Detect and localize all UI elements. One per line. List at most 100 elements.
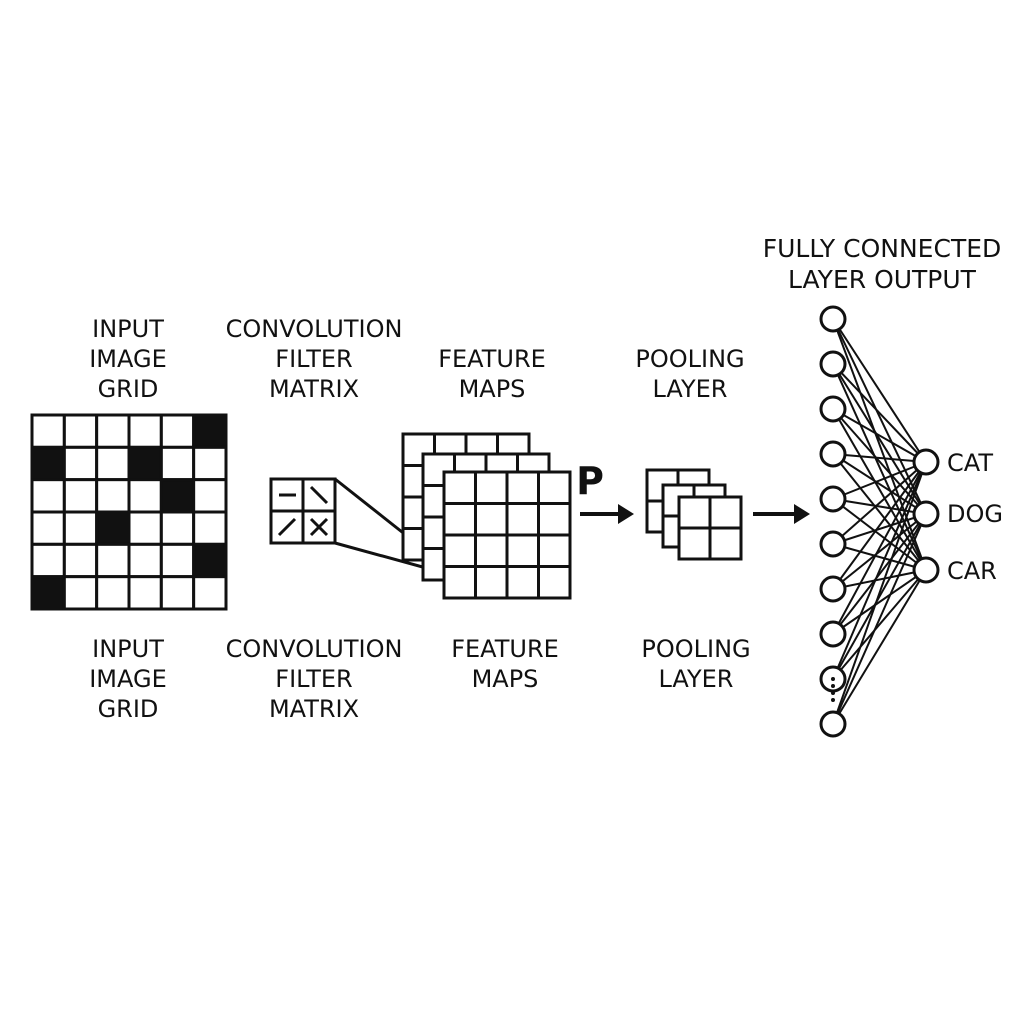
grid-cell <box>62 445 99 482</box>
grid-cell-filled <box>30 575 66 611</box>
conv-label-bottom: CONVOLUTION FILTER MATRIX <box>226 635 403 723</box>
fc-connection <box>832 498 927 515</box>
fc-input-node <box>819 485 847 513</box>
fc-connection <box>832 569 927 680</box>
ellipsis-dots <box>831 677 835 702</box>
pooling-arrow-mark: P <box>576 459 604 503</box>
grid-cell <box>62 542 99 579</box>
fc-nodes <box>819 305 940 738</box>
feature-label-top-line2: MAPS <box>459 375 526 403</box>
fc-connection <box>832 363 927 571</box>
pooling-label-bottom-line2: LAYER <box>659 665 734 693</box>
ellipsis-dot <box>831 698 835 702</box>
fc-connection <box>832 513 927 590</box>
fc-output-node <box>912 500 940 528</box>
fc-input-node <box>819 620 847 648</box>
grid-cell <box>127 575 163 611</box>
grid-cell-filled <box>95 510 131 546</box>
fully-connected-network: CAT DOG CAR <box>819 305 1003 738</box>
input-label-top-line1: INPUT <box>92 315 164 343</box>
grid-cell <box>30 542 66 579</box>
fc-connection <box>832 513 927 545</box>
convolution-filter <box>269 477 460 579</box>
grid-cell <box>30 478 66 514</box>
pooling-label-bottom-line1: POOLING <box>641 635 750 663</box>
fc-input-node <box>819 305 847 333</box>
fc-title: FULLY CONNECTED LAYER OUTPUT <box>763 234 1002 294</box>
fc-title-line1: FULLY CONNECTED <box>763 234 1002 263</box>
feature-label-top-line1: FEATURE <box>438 345 546 373</box>
filter-symbol-slash <box>277 517 297 537</box>
fc-title-line2: LAYER OUTPUT <box>788 265 977 294</box>
filter-symbol-backslash <box>309 485 329 505</box>
pooling-label-top-line2: LAYER <box>653 375 728 403</box>
conv-label-top: CONVOLUTION FILTER MATRIX <box>226 315 403 403</box>
fc-connection <box>832 461 927 545</box>
output-label-dog: DOG <box>947 500 1003 528</box>
fc-connection <box>832 569 927 635</box>
feature-label-bottom-line1: FEATURE <box>451 635 559 663</box>
grid-cell <box>192 478 228 514</box>
ellipsis-dot <box>831 684 835 688</box>
ellipsis-dot <box>831 677 835 681</box>
grid-cell <box>127 510 163 546</box>
fc-connection <box>832 461 927 635</box>
input-label-top: INPUT IMAGE GRID <box>89 315 167 403</box>
fc-connection <box>832 461 927 680</box>
grid-cell <box>159 542 196 579</box>
filter-symbol-x-b <box>309 517 329 537</box>
fc-output-node <box>912 556 940 584</box>
feature-maps <box>401 432 572 600</box>
grid-cell <box>159 445 196 482</box>
fc-connection <box>832 461 927 725</box>
input-image-grid <box>30 413 228 611</box>
fc-input-node <box>819 575 847 603</box>
feature-label-bottom: FEATURE MAPS <box>451 635 559 693</box>
fc-connection <box>832 318 927 571</box>
fc-input-node <box>819 350 847 378</box>
conv-label-bottom-line1: CONVOLUTION <box>226 635 403 663</box>
grid-cell <box>62 478 99 514</box>
fc-input-node <box>819 395 847 423</box>
conv-label-top-line3: MATRIX <box>269 375 359 403</box>
grid-cell <box>192 575 228 611</box>
fc-input-node <box>819 710 847 738</box>
feature-map-layer <box>442 470 572 600</box>
grid-cell-filled <box>192 542 228 579</box>
grid-cell <box>62 575 99 611</box>
grid-cell <box>62 510 99 546</box>
grid-cell <box>95 413 131 449</box>
conv-label-bottom-line3: MATRIX <box>269 695 359 723</box>
fc-output-node <box>912 448 940 476</box>
feature-label-top: FEATURE MAPS <box>438 345 546 403</box>
fc-connection <box>832 318 927 463</box>
input-label-bottom-line1: INPUT <box>92 635 164 663</box>
fc-connection <box>832 453 927 463</box>
fc-connection <box>832 569 927 590</box>
grid-cell <box>192 510 228 546</box>
grid-cell <box>95 542 131 579</box>
grid-cell-filled <box>159 478 196 514</box>
grid-cell <box>127 478 163 514</box>
fc-connection <box>832 461 927 590</box>
fc-connection <box>832 461 927 500</box>
pooling-arrow-head <box>618 504 634 524</box>
pooling-map-layer <box>677 495 743 561</box>
input-label-bottom-line2: IMAGE <box>89 665 167 693</box>
fc-connections <box>832 318 927 725</box>
grid-cell-filled <box>127 445 163 482</box>
fc-input-node <box>819 440 847 468</box>
conv-label-bottom-line2: FILTER <box>275 665 352 693</box>
fc-connection <box>832 513 927 725</box>
input-label-bottom: INPUT IMAGE GRID <box>89 635 167 723</box>
fc-connection <box>832 513 927 680</box>
grid-cell <box>30 510 66 546</box>
fc-connection <box>832 408 927 463</box>
grid-cell <box>127 413 163 449</box>
fc-connection <box>832 543 927 571</box>
input-label-top-line2: IMAGE <box>89 345 167 373</box>
feature-label-bottom-line2: MAPS <box>472 665 539 693</box>
input-label-top-line3: GRID <box>98 375 159 403</box>
pooling-label-bottom: POOLING LAYER <box>641 635 750 693</box>
